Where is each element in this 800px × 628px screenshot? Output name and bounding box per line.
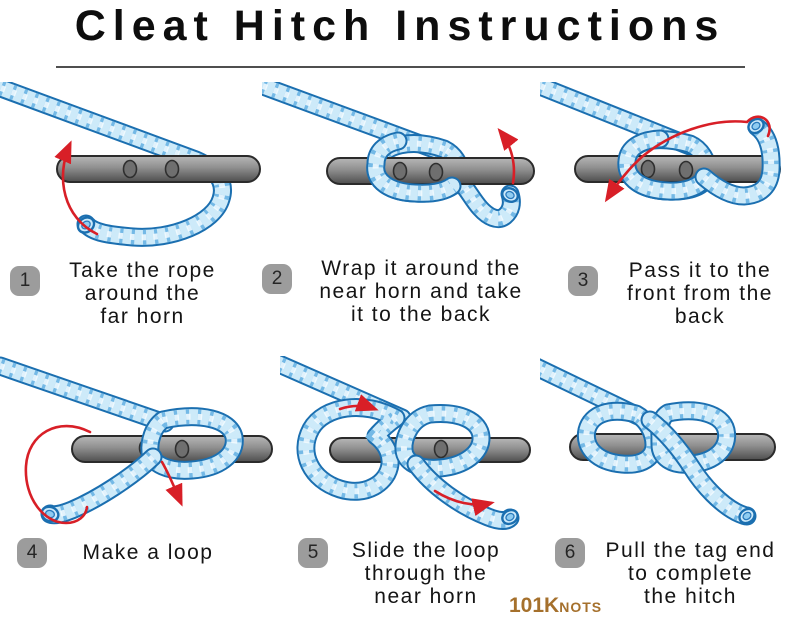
rope-end-cap xyxy=(738,507,756,525)
step-4-caption: Make a loop xyxy=(58,541,238,564)
caption-line: Pull the tag end xyxy=(605,539,776,562)
loop-motion-arrow-icon xyxy=(24,424,92,525)
logo-text-101k: 101K xyxy=(509,594,560,617)
direction-arrow-icon xyxy=(433,489,495,517)
caption-line: Pass it to the xyxy=(628,259,772,282)
rope-end-cap xyxy=(501,508,519,526)
step-5-badge: 5 xyxy=(298,538,328,568)
cleat-graphic xyxy=(329,437,531,463)
step-2-badge: 2 xyxy=(262,264,292,294)
caption-line: front from the xyxy=(627,282,773,305)
rope-end-cap xyxy=(501,187,519,203)
step-1-illustration xyxy=(0,82,261,247)
page-title: Cleat Hitch Instructions xyxy=(74,2,726,50)
cleat-bolt-hole xyxy=(392,161,408,181)
direction-arrow-icon xyxy=(54,140,99,236)
caption-line: to complete xyxy=(627,562,754,585)
step-6-caption: Pull the tag end to complete the hitch xyxy=(588,539,793,608)
caption-line: Take the rope xyxy=(69,259,216,282)
direction-arrow-icon xyxy=(160,460,183,507)
caption-line: Slide the loop xyxy=(351,539,501,562)
step-6-illustration xyxy=(540,358,776,526)
title-underline xyxy=(56,66,745,68)
direction-arrow-icon xyxy=(338,394,379,412)
logo-text-nots: NOTS xyxy=(559,599,603,615)
cleat-graphic xyxy=(326,157,535,185)
step-1-badge: 1 xyxy=(10,266,40,296)
caption-line: the hitch xyxy=(644,585,737,608)
caption-line: around the xyxy=(84,282,201,305)
step-3-badge: 3 xyxy=(568,266,598,296)
direction-arrow-icon xyxy=(497,127,519,185)
rope-graphic xyxy=(617,117,781,206)
step-4-illustration xyxy=(0,356,273,525)
caption-line: far horn xyxy=(100,305,185,328)
rope-graphic xyxy=(0,356,175,433)
brand-logo: 101K NOTS xyxy=(509,594,602,618)
cleat-bolt-hole xyxy=(678,160,694,180)
step-5-caption: Slide the loop through the near horn xyxy=(330,539,522,608)
step-5-illustration xyxy=(280,356,531,530)
caption-line: back xyxy=(674,305,726,328)
cleat-bolt-hole xyxy=(164,159,180,179)
cleat-bolt-hole xyxy=(433,439,449,459)
cleat-graphic xyxy=(56,155,261,183)
direction-arrow-icon xyxy=(604,115,771,203)
caption-line: near horn and take xyxy=(319,280,523,303)
step-2-caption: Wrap it around the near horn and take it… xyxy=(296,257,546,326)
cleat-bolt-hole xyxy=(428,162,444,182)
step-3-caption: Pass it to the front from the back xyxy=(600,259,800,328)
step-4-badge: 4 xyxy=(17,538,47,568)
rope-graphic xyxy=(366,131,462,203)
caption-line: through the xyxy=(364,562,488,585)
caption-line: Make a loop xyxy=(82,541,214,564)
step-1-caption: Take the rope around the far horn xyxy=(30,259,255,328)
step-2-illustration xyxy=(262,82,535,229)
cleat-bolt-hole xyxy=(174,439,190,459)
cleat-bolt-hole xyxy=(640,159,656,179)
rope-end-cap xyxy=(747,117,765,135)
caption-line: near horn xyxy=(374,585,478,608)
caption-line: it to the back xyxy=(350,303,492,326)
cleat-graphic xyxy=(574,155,781,183)
rope-graphic xyxy=(576,401,757,526)
step-3-illustration xyxy=(540,82,781,206)
cleat-bolt-hole xyxy=(122,159,138,179)
caption-line: Wrap it around the xyxy=(321,257,521,280)
step-6-badge: 6 xyxy=(555,538,585,568)
rope-graphic xyxy=(40,407,244,525)
